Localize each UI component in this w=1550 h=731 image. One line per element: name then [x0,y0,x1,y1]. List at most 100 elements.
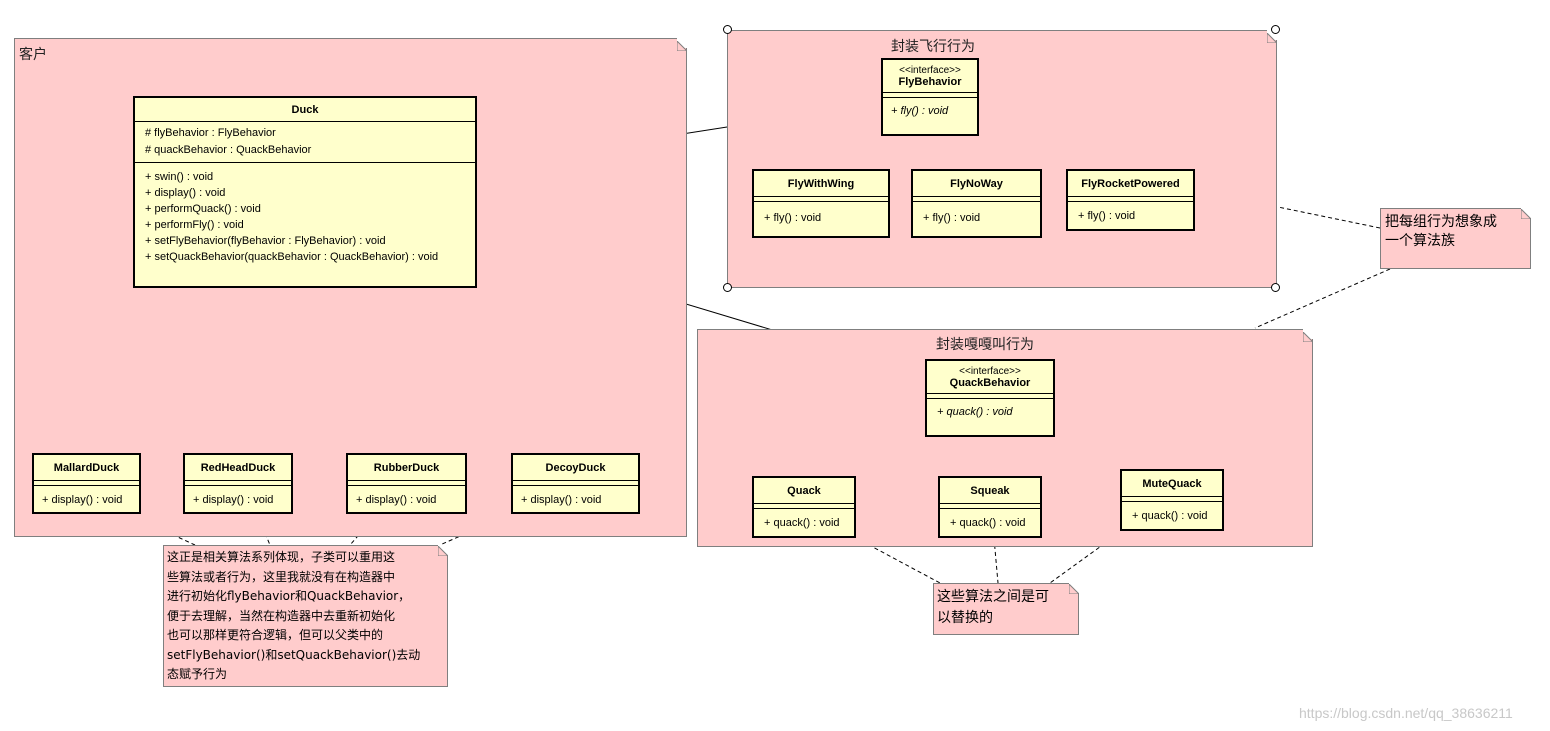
class-operations: + quack() : void [754,509,854,537]
resize-handle-bottom-left[interactable] [723,283,732,292]
class-quack[interactable]: Quack + quack() : void [752,476,856,538]
class-operations: + quack() : void [940,509,1040,537]
class-name: FlyNoWay [913,171,1040,197]
note-text-line: 便于去理解，当然在构造器中去重新初始化 [167,608,396,623]
class-operations: + fly() : void [913,202,1040,234]
operation: + quack() : void [764,517,840,529]
class-name: FlyBehavior [898,76,962,88]
class-header: <<interface>> QuackBehavior [927,361,1053,394]
class-attributes [348,481,465,486]
class-operations: + display() : void [348,486,465,514]
class-name: MallardDuck [34,455,139,481]
note-reuse-explanation[interactable]: 这正是相关算法系列体现，子类可以重用这 些算法或者行为，这里我就没有在构造器中 … [163,544,450,687]
class-attributes [1122,497,1222,502]
note-text-line: 进行初始化flyBehavior和QuackBehavior， [167,589,411,603]
operation: + fly() : void [891,105,949,117]
class-attributes: # flyBehavior : FlyBehavior # quackBehav… [135,122,475,163]
resize-handle-bottom-right[interactable] [1271,283,1280,292]
class-name: QuackBehavior [949,377,1031,389]
operation: + quack() : void [937,406,1013,418]
class-fly-no-way[interactable]: FlyNoWay + fly() : void [911,169,1042,238]
stereotype-label: <<interface>> [899,65,961,76]
note-text-line: 些算法或者行为，这里我就没有在构造器中 [167,569,396,584]
class-name: RedHeadDuck [185,455,291,481]
class-decoy-duck[interactable]: DecoyDuck + display() : void [511,453,640,514]
note-text-line: 也可以那样更符合逻辑，但可以父类中的 [167,628,384,642]
package-title: 封装飞行行为 [891,39,975,55]
note-text-line: 态赋予行为 [167,667,228,681]
class-rubber-duck[interactable]: RubberDuck + display() : void [346,453,467,514]
class-name: Squeak [940,478,1040,504]
class-squeak[interactable]: Squeak + quack() : void [938,476,1042,538]
class-mute-quack[interactable]: MuteQuack + quack() : void [1120,469,1224,531]
package-fly-behavior[interactable]: 封装飞行行为 [727,30,1279,288]
operation: + display() : void [145,187,226,199]
class-attributes [913,197,1040,202]
note-text-line: 这些算法之间是可 [937,589,1049,605]
class-attributes [883,93,977,98]
interface-fly-behavior[interactable]: <<interface>> FlyBehavior + fly() : void [881,58,979,136]
note-anchor-family-quack[interactable] [1254,268,1391,329]
operation: + display() : void [521,494,602,506]
class-operations: + swin() : void + display() : void + per… [135,163,475,271]
note-fold-corner [437,544,450,557]
note-text-line: 以替换的 [937,610,993,626]
class-name: Duck [135,98,475,122]
class-operations: + fly() : void [754,202,888,234]
interface-quack-behavior[interactable]: <<interface>> QuackBehavior + quack() : … [925,359,1055,437]
class-operations: + quack() : void [927,399,1053,425]
note-fold-corner [1068,582,1081,595]
note-text-line: setFlyBehavior()和setQuackBehavior()去动 [167,647,421,662]
class-name: RubberDuck [348,455,465,481]
operation: + quack() : void [1132,510,1208,522]
class-operations: + fly() : void [1068,202,1193,230]
note-replaceable[interactable]: 这些算法之间是可 以替换的 [933,582,1081,635]
package-fold-corner [676,38,689,52]
resize-handle-top-left[interactable] [723,25,732,34]
operation: + setFlyBehavior(flyBehavior : FlyBehavi… [145,235,386,247]
class-operations: + display() : void [513,486,638,514]
operation: + fly() : void [923,212,981,224]
operation: + display() : void [193,494,274,506]
class-attributes [754,197,888,202]
class-duck[interactable]: Duck # flyBehavior : FlyBehavior # quack… [133,96,477,288]
note-text-line: 这正是相关算法系列体现，子类可以重用这 [167,550,396,564]
class-attributes [513,481,638,486]
operation: + fly() : void [1078,210,1136,222]
attribute: # quackBehavior : QuackBehavior [145,144,312,156]
class-name: DecoyDuck [513,455,638,481]
note-text-line: 把每组行为想象成 [1385,214,1497,230]
class-redhead-duck[interactable]: RedHeadDuck + display() : void [183,453,293,514]
attribute: # flyBehavior : FlyBehavior [145,127,276,139]
note-algorithm-family[interactable]: 把每组行为想象成 一个算法族 [1380,207,1533,269]
note-fold-corner [1520,207,1533,220]
class-fly-with-wing[interactable]: FlyWithWing + fly() : void [752,169,890,238]
operation: + setQuackBehavior(quackBehavior : Quack… [145,251,439,263]
class-operations: + fly() : void [883,98,977,124]
operation: + swin() : void [145,171,214,183]
package-title: 客户 [19,47,47,63]
operation: + performFly() : void [145,219,244,231]
operation: + fly() : void [764,212,822,224]
class-fly-rocket-powered[interactable]: FlyRocketPowered + fly() : void [1066,169,1195,231]
note-text-line: 一个算法族 [1385,233,1455,249]
operation: + display() : void [356,494,437,506]
class-attributes [34,481,139,486]
class-name: MuteQuack [1122,471,1222,497]
class-name: FlyWithWing [754,171,888,197]
class-attributes [754,504,854,509]
resize-handle-top-right[interactable] [1271,25,1280,34]
class-operations: + display() : void [34,486,139,514]
class-name: FlyRocketPowered [1068,171,1193,197]
watermark: https://blog.csdn.net/qq_38636211 [1299,705,1513,721]
class-operations: + display() : void [185,486,291,514]
note-anchor-family-fly[interactable] [1277,206,1381,229]
class-attributes [940,504,1040,509]
package-title: 封装嘎嘎叫行为 [936,337,1034,353]
class-mallard-duck[interactable]: MallardDuck + display() : void [32,453,141,514]
operation: + performQuack() : void [145,203,261,215]
operation: + quack() : void [950,517,1026,529]
class-attributes [927,394,1053,399]
operation: + display() : void [42,494,123,506]
class-operations: + quack() : void [1122,502,1222,530]
